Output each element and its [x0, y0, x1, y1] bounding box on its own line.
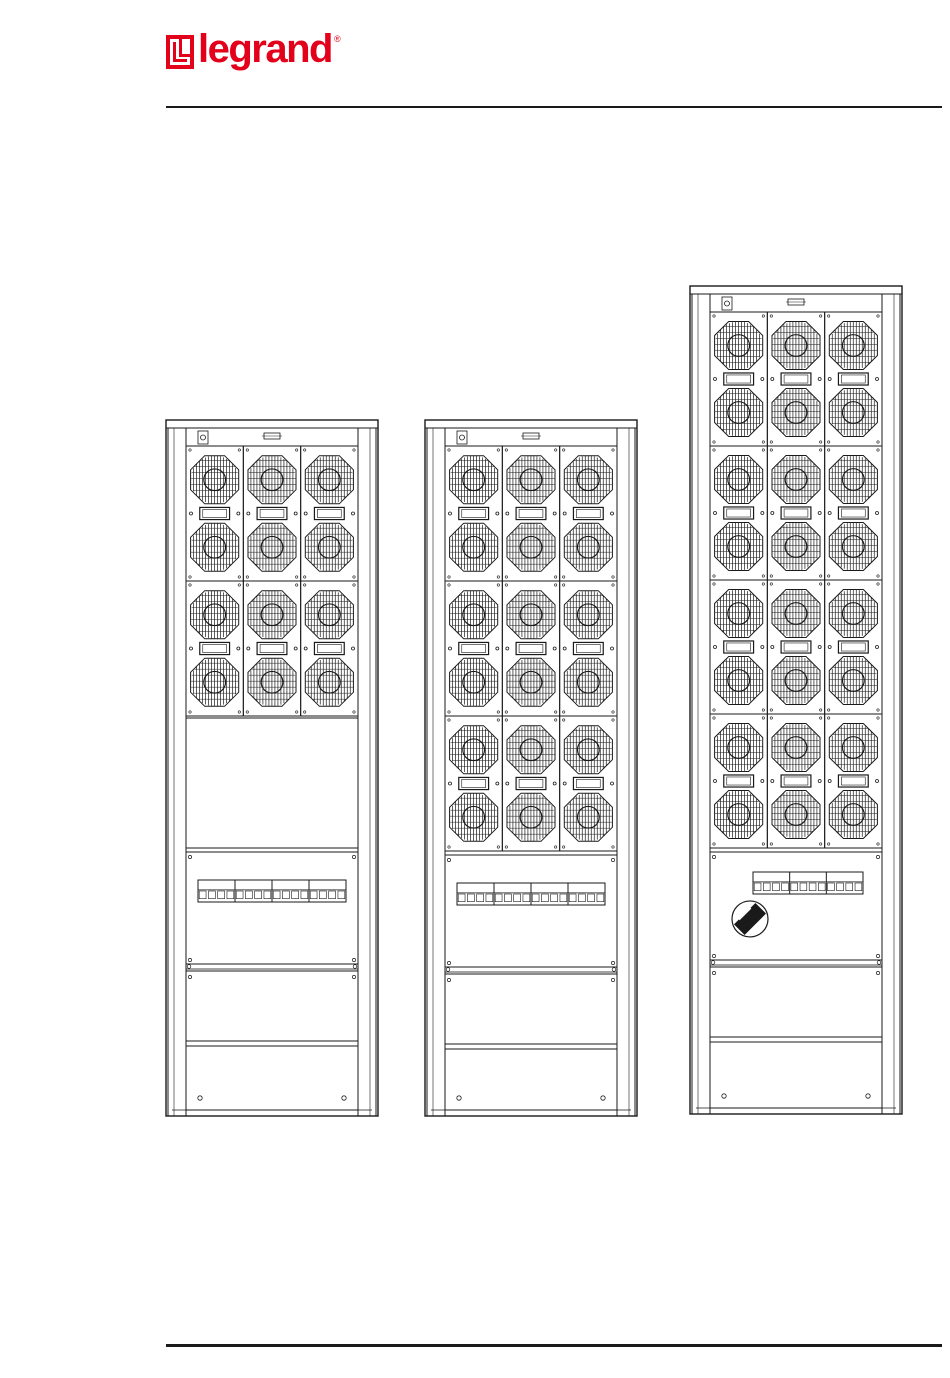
- blank-panel: [186, 718, 358, 848]
- plinth-panel: [710, 1042, 882, 1108]
- fan-grille-icon: [715, 321, 763, 369]
- fan-grille-icon: [450, 591, 498, 639]
- fan-grille-icon: [715, 388, 763, 436]
- power-module: [710, 714, 767, 848]
- fan-grille-icon: [305, 523, 353, 571]
- fan-grille-icon: [248, 523, 296, 571]
- power-module: [445, 581, 502, 716]
- fan-grille-icon: [507, 591, 555, 639]
- fan-grille-icon: [305, 591, 353, 639]
- fan-grille-icon: [715, 790, 763, 838]
- fan-grille-icon: [248, 456, 296, 504]
- fan-grille-icon: [507, 523, 555, 571]
- power-module: [767, 580, 824, 714]
- fan-grille-icon: [564, 726, 612, 774]
- power-module: [502, 581, 559, 716]
- fan-grille-icon: [829, 656, 877, 704]
- power-module: [560, 581, 617, 716]
- fan-grille-icon: [191, 591, 239, 639]
- fan-grille-icon: [248, 658, 296, 706]
- power-module: [825, 446, 882, 580]
- power-module: [502, 446, 559, 581]
- fan-grille-icon: [191, 523, 239, 571]
- fan-grille-icon: [507, 658, 555, 706]
- fan-grille-icon: [248, 591, 296, 639]
- fan-grille-icon: [715, 656, 763, 704]
- fan-grille-icon: [191, 658, 239, 706]
- fan-grille-icon: [450, 726, 498, 774]
- cabinet-large: [690, 286, 902, 1114]
- fan-grille-icon: [305, 456, 353, 504]
- power-module: [710, 446, 767, 580]
- fan-grille-icon: [450, 793, 498, 841]
- cabinet-medium: [425, 420, 637, 1116]
- fan-grille-icon: [829, 388, 877, 436]
- cabinet-small: [166, 420, 378, 1116]
- fan-grille-icon: [191, 456, 239, 504]
- fan-grille-icon: [829, 522, 877, 570]
- power-module: [186, 446, 243, 581]
- fan-grille-icon: [829, 589, 877, 637]
- fan-grille-icon: [450, 456, 498, 504]
- fan-grille-icon: [564, 793, 612, 841]
- fan-grille-icon: [772, 321, 820, 369]
- fan-grille-icon: [772, 790, 820, 838]
- fan-grille-icon: [450, 658, 498, 706]
- power-module: [445, 446, 502, 581]
- power-module: [301, 581, 358, 716]
- circuit-breaker-strip: [198, 880, 346, 902]
- fan-grille-icon: [829, 790, 877, 838]
- fan-grille-icon: [564, 658, 612, 706]
- fan-grille-icon: [772, 455, 820, 503]
- fan-grille-icon: [829, 723, 877, 771]
- fan-grille-icon: [564, 591, 612, 639]
- circuit-breaker-strip: [753, 872, 863, 894]
- fan-grille-icon: [772, 388, 820, 436]
- fan-grille-icon: [715, 589, 763, 637]
- fan-grille-icon: [715, 723, 763, 771]
- fan-grille-icon: [507, 726, 555, 774]
- plinth-panel: [445, 1049, 617, 1110]
- rotary-switch-icon: [732, 901, 768, 937]
- fan-grille-icon: [772, 723, 820, 771]
- power-module: [825, 312, 882, 446]
- fan-grille-icon: [564, 456, 612, 504]
- circuit-breaker-strip: [457, 883, 605, 905]
- fan-grille-icon: [829, 455, 877, 503]
- breaker-panel: [186, 852, 358, 964]
- power-module: [560, 446, 617, 581]
- power-module: [710, 312, 767, 446]
- power-module: [767, 312, 824, 446]
- power-module: [445, 716, 502, 851]
- power-module: [825, 714, 882, 848]
- fan-grille-icon: [507, 456, 555, 504]
- fan-grille-icon: [715, 455, 763, 503]
- fan-grille-icon: [305, 658, 353, 706]
- fan-grille-icon: [564, 523, 612, 571]
- power-module: [767, 714, 824, 848]
- lower-panel: [186, 971, 358, 1041]
- fan-grille-icon: [829, 321, 877, 369]
- power-module: [243, 446, 300, 581]
- power-module: [560, 716, 617, 851]
- fan-grille-icon: [772, 589, 820, 637]
- power-module: [767, 446, 824, 580]
- fan-grille-icon: [507, 793, 555, 841]
- fan-grille-icon: [772, 656, 820, 704]
- fan-grille-icon: [715, 522, 763, 570]
- lower-panel: [445, 974, 617, 1044]
- power-module: [186, 581, 243, 716]
- power-module: [301, 446, 358, 581]
- fan-grille-icon: [772, 522, 820, 570]
- power-module: [243, 581, 300, 716]
- power-module: [825, 580, 882, 714]
- fan-grille-icon: [450, 523, 498, 571]
- breaker-panel: [445, 855, 617, 967]
- lower-panel: [710, 967, 882, 1037]
- power-module: [710, 580, 767, 714]
- power-module: [502, 716, 559, 851]
- plinth-panel: [186, 1046, 358, 1110]
- breaker-panel: [710, 852, 882, 960]
